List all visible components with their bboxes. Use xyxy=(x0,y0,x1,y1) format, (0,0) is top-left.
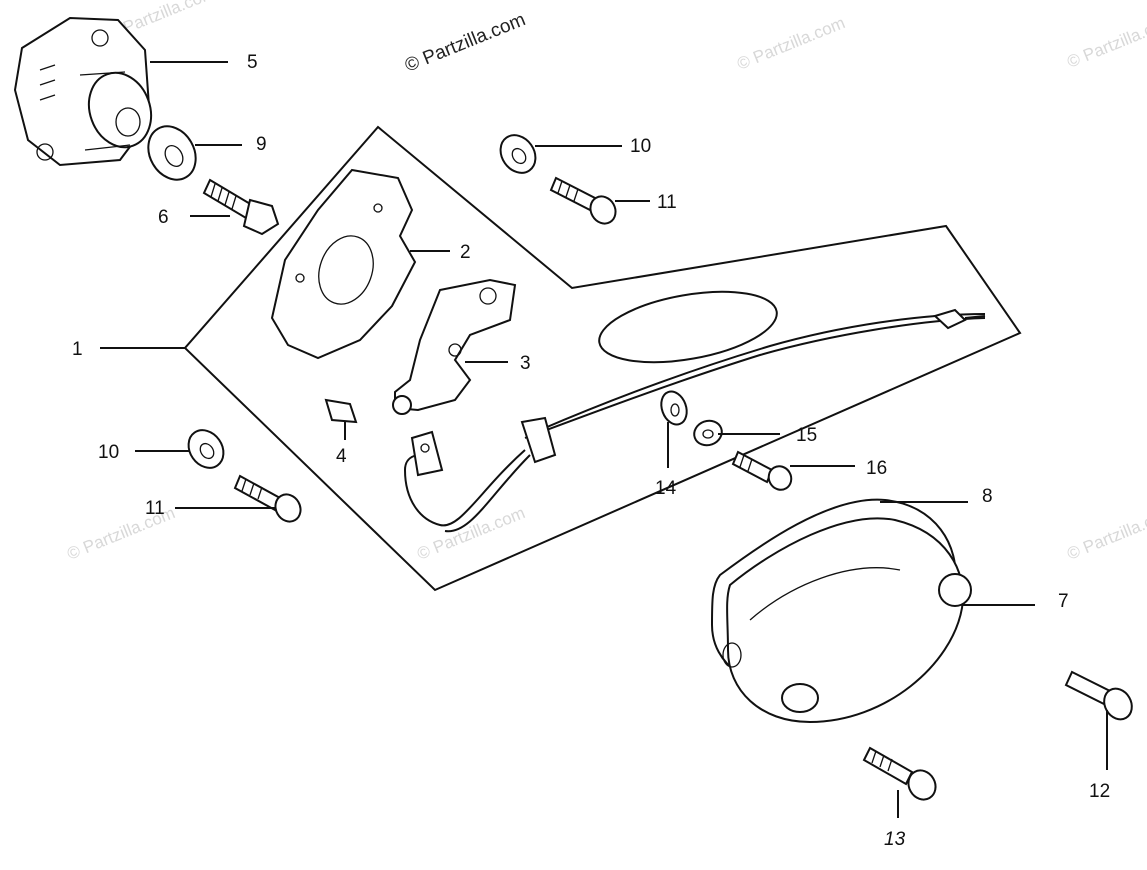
screw-11-upper xyxy=(549,176,617,225)
callout-14: 14 xyxy=(655,478,677,499)
callout-9: 9 xyxy=(256,134,267,155)
callout-labels: 5 9 6 2 3 1 4 10 11 10 11 14 15 16 8 7 1… xyxy=(72,52,1110,850)
leader-lines xyxy=(100,61,1108,818)
callout-1: 1 xyxy=(72,339,83,360)
washer-9 xyxy=(147,125,197,181)
callout-5: 5 xyxy=(247,52,258,73)
watermark-text: © Partzilla.com xyxy=(1064,11,1147,72)
callout-7: 7 xyxy=(1058,591,1069,612)
callout-13: 13 xyxy=(884,829,906,850)
cover-7 xyxy=(722,517,972,724)
callout-10-upper: 10 xyxy=(630,136,651,157)
screw-11-lower xyxy=(233,474,302,523)
contact-breaker-3 xyxy=(392,278,517,415)
screw-16 xyxy=(731,450,793,491)
callout-4: 4 xyxy=(336,446,347,467)
callout-3: 3 xyxy=(520,353,531,374)
wire-lead xyxy=(403,290,986,533)
watermark-text: © Partzilla.com xyxy=(734,13,847,74)
callout-16: 16 xyxy=(866,458,887,479)
callout-11-lower: 11 xyxy=(145,498,165,519)
callout-11-upper: 11 xyxy=(657,192,677,213)
callout-15: 15 xyxy=(796,425,817,446)
bolt-6 xyxy=(202,178,280,236)
callout-12: 12 xyxy=(1089,781,1110,802)
felt-4 xyxy=(324,398,358,424)
watermark-text: © Partzilla.com xyxy=(1064,503,1147,564)
washer-14 xyxy=(660,390,688,426)
washer-15 xyxy=(693,419,723,447)
condenser-part xyxy=(13,16,153,167)
washer-10-lower xyxy=(187,429,225,469)
screw-12 xyxy=(1064,670,1133,721)
watermark-text: © Partzilla.com xyxy=(414,503,527,564)
callout-6: 6 xyxy=(158,207,169,228)
screw-13 xyxy=(862,746,937,801)
callout-10-lower: 10 xyxy=(98,442,119,463)
callout-2: 2 xyxy=(460,242,471,263)
base-plate-2 xyxy=(270,168,417,360)
washer-10-upper xyxy=(499,134,537,174)
callout-8: 8 xyxy=(982,486,993,507)
watermark-main: © Partzilla.com xyxy=(402,9,529,76)
